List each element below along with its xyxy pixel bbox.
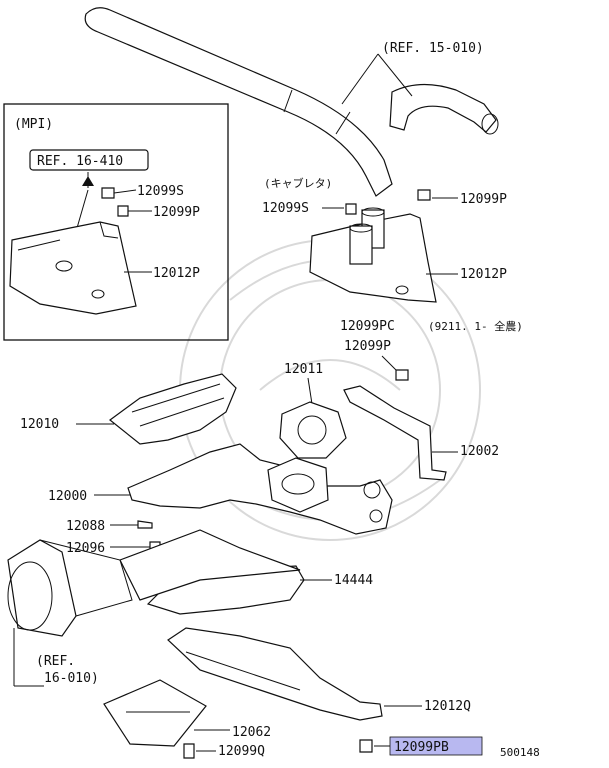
part-number-label: 12099P (344, 339, 391, 354)
inset-mpi: (MPI) REF. 16-410 12099S 12099P 12012P (3, 103, 229, 341)
lower-cover-12012Q: 12012Q (167, 627, 471, 721)
carb-heat-shield: (キャブレタ) 12099S 12099P 12012P (262, 176, 507, 303)
part-number-label: 12099S (137, 184, 184, 199)
part-number-label: 12088 (66, 519, 105, 534)
exhaust-pipe-cone: (REF. 16-010) (7, 539, 133, 687)
inset-title: (MPI) (14, 117, 53, 132)
bolt-12099Q: 12099Q (183, 743, 265, 759)
bolt-callouts: 12099PC (9211. 1- 全農) 12099P (340, 319, 523, 381)
part-number-label: 12099Q (218, 744, 265, 759)
part-number-label: 12099PC (340, 319, 395, 334)
part-number-label: 12012Q (424, 699, 471, 714)
figure-code: 500148 (500, 746, 540, 759)
part-12099PB[interactable]: 12099PB (359, 736, 483, 756)
highlight-label: 12099PB (394, 740, 449, 755)
part-number-label: 12012P (153, 266, 200, 281)
small-parts: 12088 12096 (66, 519, 161, 556)
part-number-label: 12010 (20, 417, 59, 432)
reference-label: (REF. 15-010) (382, 41, 484, 56)
reference-label: (REF. (36, 654, 75, 669)
reference-label: 16-010) (44, 671, 99, 686)
cover-14444: 14444 (119, 529, 373, 615)
manifold-12000: 12000 (48, 443, 393, 535)
part-number-label: 12000 (48, 489, 87, 504)
reference-label: (キャブレタ) (264, 176, 332, 190)
part-number-label: 12002 (460, 444, 499, 459)
part-number-label: 14444 (334, 573, 373, 588)
part-number-label: 12096 (66, 541, 105, 556)
part-number-label: 12099S (262, 201, 309, 216)
part-number-label: 12099P (153, 205, 200, 220)
gasket-12011: 12011 (279, 362, 347, 459)
bracket-12002: 12002 (343, 385, 499, 481)
inset-ref: REF. 16-410 (37, 154, 123, 169)
part-number-label: 12011 (284, 362, 323, 377)
plate-12062: 12062 (103, 679, 271, 747)
reference-label: (9211. 1- 全農) (428, 319, 523, 333)
cover-12010: 12010 (20, 373, 237, 445)
part-number-label: 12099P (460, 192, 507, 207)
part-number-label: 12062 (232, 725, 271, 740)
hose-pipe: (REF. 15-010) (84, 7, 499, 197)
part-number-label: 12012P (460, 267, 507, 282)
